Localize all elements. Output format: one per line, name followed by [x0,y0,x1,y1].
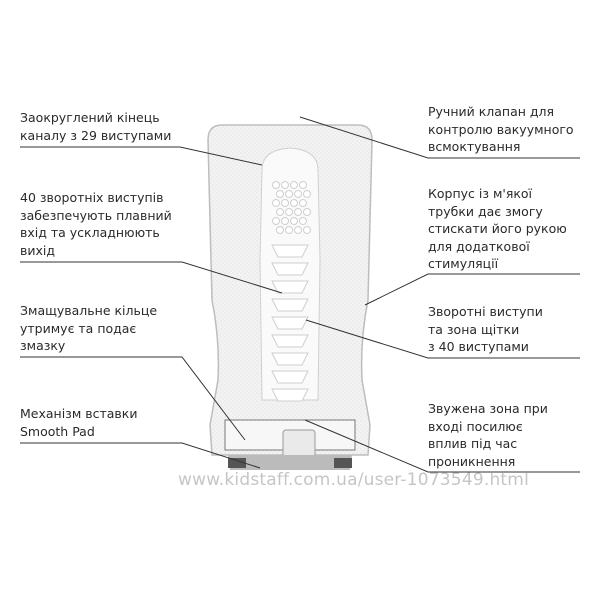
label-reverse-ridges: 40 зворотніх виступів забезпечують плавн… [20,190,172,258]
nub [299,199,307,207]
nub [299,217,307,225]
base-cap [224,419,356,470]
nub [272,199,280,207]
nub [290,217,298,225]
nub [272,181,280,189]
ridge [271,244,309,258]
ridge [271,262,309,276]
nub [294,226,302,234]
label-rounded-end: Заокруглений кінець каналу з 29 виступам… [20,110,172,143]
label-brush-zone: Зворотні виступи та зона щітки з 40 вист… [428,304,543,354]
nub [285,226,293,234]
ridge [271,298,309,312]
ridge [271,316,309,330]
nub [294,208,302,216]
nub [303,226,311,234]
nub [285,190,293,198]
label-lube-ring: Змащувальне кільце утримує та подає змаз… [20,303,158,353]
nub [276,208,284,216]
label-soft-body: Корпус із м'якої трубки дає змогу стиска… [428,186,567,271]
nub [299,181,307,189]
ridge [271,280,309,294]
nub [281,181,289,189]
nub [281,199,289,207]
watermark: www.kidstaff.com.ua/user-1073549.html [178,470,529,490]
nub [303,208,311,216]
nub [281,217,289,225]
nub [290,199,298,207]
ridge [271,370,309,384]
nub [276,190,284,198]
ridge [271,388,309,402]
nub [290,181,298,189]
label-narrow-entry: Звужена зона при вході посилює вплив під… [428,401,548,469]
leader-lines [20,116,580,473]
inner-sleeve [271,181,311,402]
ridge [271,334,309,348]
nub [285,208,293,216]
nub [294,190,302,198]
nub [303,190,311,198]
label-manual-valve: Ручний клапан для контролю вакуумного вс… [428,104,574,154]
label-smooth-pad: Механізм вставки Smooth Pad [20,406,138,439]
nub [272,217,280,225]
ridge [271,352,309,366]
nub [276,226,284,234]
